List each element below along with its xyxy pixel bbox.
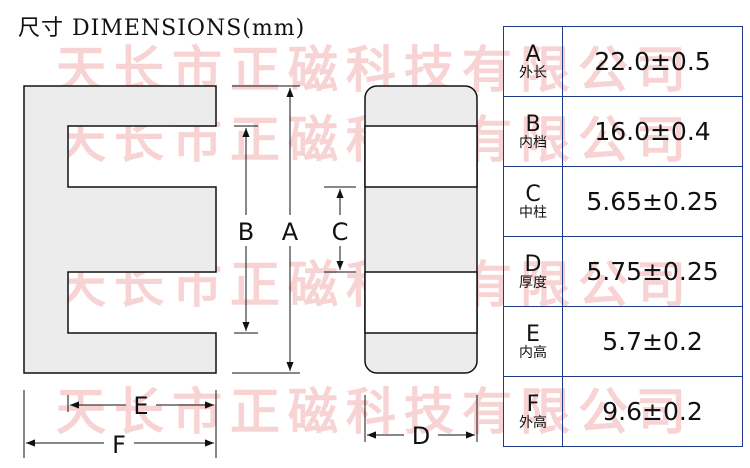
dimension-key-cell: D 厚度 [503,236,563,307]
dimension-label-a: A [282,218,299,246]
dimension-key-cell: A 外长 [503,26,563,97]
side-view-inner-slot [364,125,478,188]
dimension-key-name: 中柱 [519,204,547,221]
dimension-value: 5.7±0.2 [562,306,743,377]
dimension-key-cell: F 外高 [503,376,563,447]
dimension-label-b: B [238,218,254,246]
dimension-table: A 外长 22.0±0.5 B 内档 16.0±0.4 C 中柱 5.65±0.… [503,26,743,447]
dimension-key-cell: E 内高 [503,306,563,377]
dimension-label-e: E [133,392,148,420]
dimension-key-letter: E [526,321,540,347]
dimension-key-letter: D [524,251,542,277]
dimension-label-d: D [412,422,430,450]
dimension-value: 5.65±0.25 [562,166,743,237]
dimension-label-c: C [332,218,349,246]
dimension-key-name: 内高 [519,344,547,361]
extension-lines [23,85,478,458]
table-row: C 中柱 5.65±0.25 [503,166,743,237]
dimension-key-letter: C [525,181,541,207]
dimension-key-letter: A [525,41,541,67]
dimension-key-letter: B [525,111,541,137]
table-row: B 内档 16.0±0.4 [503,96,743,167]
dimension-label-f: F [112,431,126,459]
dimension-value: 16.0±0.4 [562,96,743,167]
side-view-inner-slot [364,271,478,334]
e-core-front-view [23,85,217,374]
dimension-key-name: 外长 [519,64,547,81]
dimension-key-name: 外高 [519,414,547,431]
dimension-key-cell: B 内档 [503,96,563,167]
table-row: E 内高 5.7±0.2 [503,306,743,377]
dimension-key-name: 内档 [519,134,547,151]
dimension-value: 9.6±0.2 [562,376,743,447]
dimension-key-cell: C 中柱 [503,166,563,237]
page-title: 尺寸 DIMENSIONS(mm) [18,16,306,41]
table-row: D 厚度 5.75±0.25 [503,236,743,307]
dimension-value: 5.75±0.25 [562,236,743,307]
dimension-key-name: 厚度 [519,274,547,291]
dimension-value: 22.0±0.5 [562,26,743,97]
table-row: A 外长 22.0±0.5 [503,26,743,97]
table-row: F 外高 9.6±0.2 [503,376,743,447]
dimension-key-letter: F [526,391,540,417]
